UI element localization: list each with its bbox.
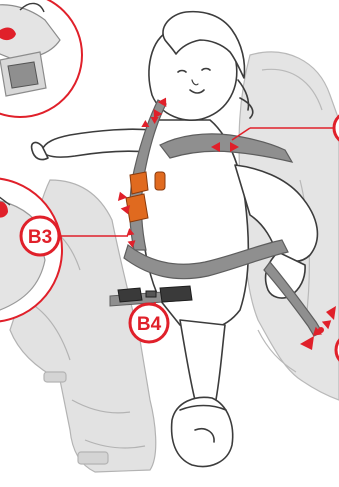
- buckle-female: [160, 286, 192, 302]
- label-b3-text: B3: [28, 227, 52, 248]
- inset-callout: [0, 0, 82, 117]
- orange-adjuster-upper: [130, 172, 148, 194]
- orange-tab-small: [155, 172, 165, 190]
- label-b4: B4: [130, 304, 168, 342]
- child-shoe: [172, 397, 233, 466]
- buckle-male: [118, 288, 142, 302]
- child-arm-left: [42, 129, 150, 157]
- label-b4-text: B4: [137, 314, 162, 335]
- child-leg: [180, 320, 225, 405]
- label-b3: B3: [21, 217, 59, 255]
